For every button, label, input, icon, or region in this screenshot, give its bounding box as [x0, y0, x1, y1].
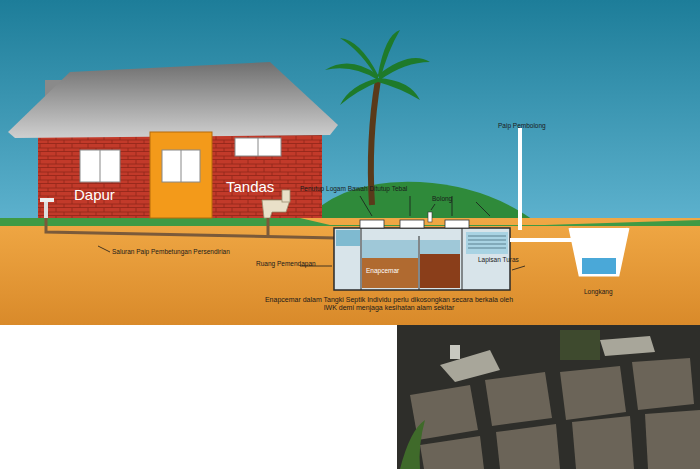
part-label: Penutup Logam Bawah Ditutup Tebal: [300, 185, 407, 192]
room-label: Dapur: [74, 186, 115, 203]
part-label: Bolong: [432, 195, 452, 202]
room-label: Tandas: [226, 178, 274, 195]
part-label: Ruang Pemendapan: [256, 260, 316, 267]
note-text: Enapcemar dalam Tangki Septik Individu p…: [264, 296, 514, 312]
part-label: Enapcemar: [366, 267, 399, 274]
part-label: Lapisan Turas: [478, 256, 519, 263]
part-label: Longkang: [584, 288, 613, 295]
part-label: Saluran Paip Pembetungan Persendirian: [112, 248, 230, 255]
part-label: Paip Pembolong: [498, 122, 546, 129]
